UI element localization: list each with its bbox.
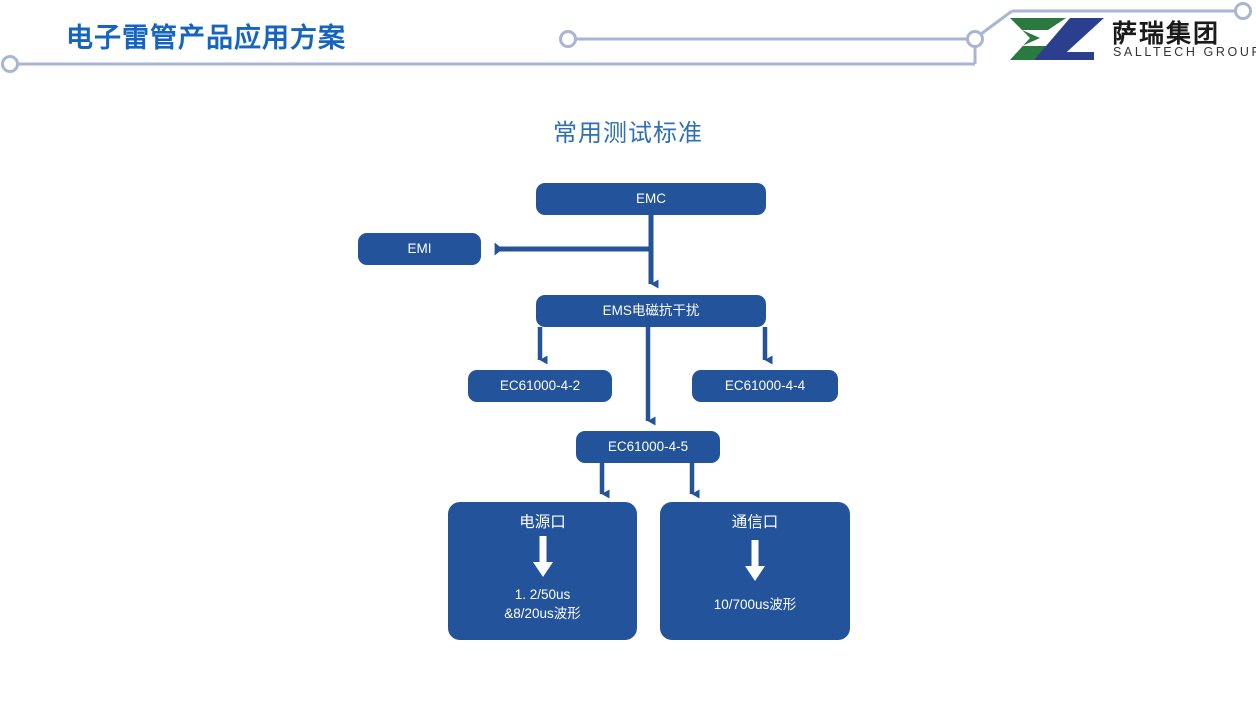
logo-name-cn: 萨瑞集团: [1112, 20, 1221, 48]
flow-node-ec61000-4-4[interactable]: EC61000-4-4: [692, 370, 838, 402]
down-arrow-icon: [532, 536, 553, 578]
header-band: 电子雷管产品应用方案 萨瑞集团 SALLTECH GROUP: [0, 0, 1256, 86]
logo-name-en: SALLTECH GROUP: [1113, 45, 1256, 59]
flow-node-power-port[interactable]: 电源口 1. 2/50us &8/20us波形: [448, 502, 637, 640]
down-arrow-icon: [745, 540, 765, 582]
flow-node-emi[interactable]: EMI: [358, 233, 481, 265]
flow-node-ec61000-4-5[interactable]: EC61000-4-5: [576, 431, 720, 463]
flow-node-ec61000-4-2[interactable]: EC61000-4-2: [468, 370, 612, 402]
comm-port-title: 通信口: [731, 514, 779, 531]
flow-node-ems[interactable]: EMS电磁抗干扰: [536, 295, 766, 327]
page-title: 电子雷管产品应用方案: [66, 23, 346, 53]
flow-node-emc[interactable]: EMC: [536, 183, 766, 215]
flow-node-comm-port[interactable]: 通信口 10/700us波形: [660, 502, 850, 640]
comm-port-detail: 10/700us波形: [713, 597, 797, 613]
slide-heading: 常用测试标准: [553, 120, 703, 147]
power-port-detail: 1. 2/50us &8/20us波形: [504, 587, 581, 621]
power-port-title: 电源口: [519, 514, 566, 531]
salltech-logo-mark-icon: [1010, 18, 1104, 60]
brand-logo: 萨瑞集团 SALLTECH GROUP: [1008, 14, 1256, 66]
